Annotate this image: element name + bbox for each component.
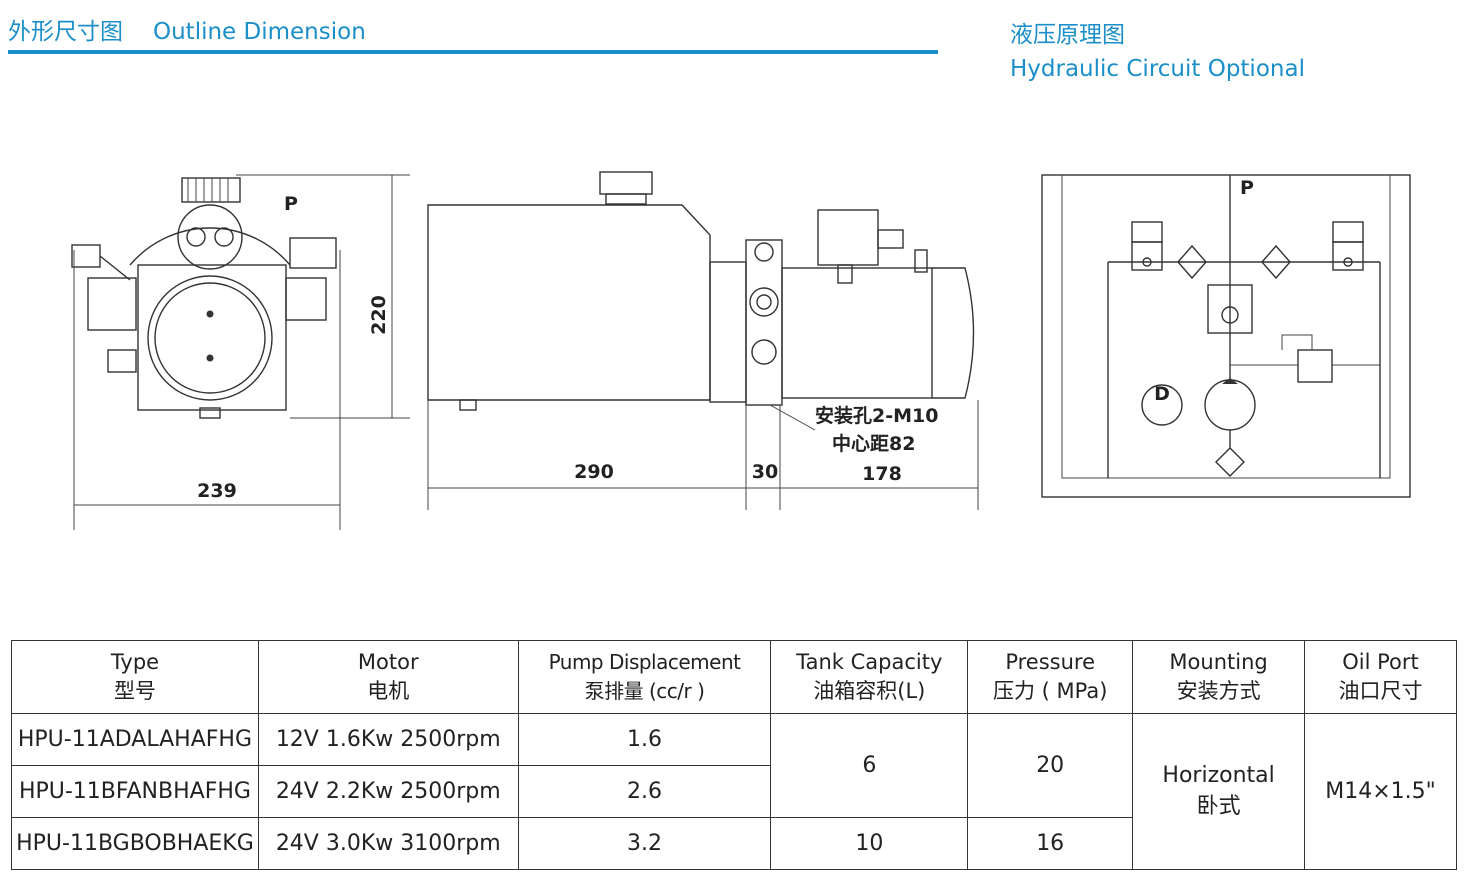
mount-note-holes: 安装孔2-M10: [815, 404, 938, 427]
motor-symbol-label: D: [1154, 383, 1170, 405]
mount-note-spacing: 中心距82: [832, 432, 915, 455]
cell-type: HPU-11ADALAHAFHG: [11, 713, 259, 766]
side-view: 安装孔2-M10 中心距82 290 30 178: [427, 171, 979, 510]
width-dimension: 239: [197, 480, 237, 502]
cell-pressure-low: 16: [967, 817, 1134, 870]
outline-drawing: P 220 239 安装孔2-M10 中心距82: [71, 171, 1411, 530]
cell-tank-large: 10: [770, 817, 969, 870]
circuit-title-cn: 液压原理图: [1010, 22, 1125, 48]
circuit-port-label: P: [1240, 177, 1254, 199]
cell-oil-port: M14×1.5": [1304, 713, 1457, 870]
hydraulic-circuit: P D: [1041, 174, 1411, 498]
height-dimension: 220: [368, 295, 390, 335]
table-row: HPU-11ADALAHAFHG 12V 1.6Kw 2500rpm 1.6 6…: [11, 713, 1457, 870]
cell-tank-small: 6: [770, 713, 969, 818]
cell-motor: 24V 3.0Kw 3100rpm: [257, 817, 519, 870]
cell-displacement: 2.6: [517, 765, 772, 818]
cell-displacement: 3.2: [517, 817, 772, 870]
outline-title-en: Outline Dimension: [153, 19, 366, 45]
title-underline: [8, 50, 938, 54]
cell-motor: 24V 2.2Kw 2500rpm: [257, 765, 519, 818]
front-view: P 220 239: [71, 174, 410, 530]
table-row: HPU-11BGBOBHAEKG 24V 3.0Kw 3100rpm 3.2 1…: [11, 817, 1457, 870]
motor-length-dimension: 178: [862, 463, 902, 485]
circuit-title-en: Hydraulic Circuit Optional: [1010, 56, 1305, 82]
front-port-label: P: [284, 193, 298, 215]
cell-pressure-high: 20: [967, 713, 1134, 818]
flange-dimension: 30: [752, 461, 778, 483]
hydraulic-circuit-title: 液压原理图 Hydraulic Circuit Optional: [1010, 18, 1305, 86]
cell-motor: 12V 1.6Kw 2500rpm: [257, 713, 519, 766]
tank-length-dimension: 290: [574, 461, 614, 483]
cell-type: HPU-11BGBOBHAEKG: [11, 817, 259, 870]
cell-displacement: 1.6: [517, 713, 772, 766]
cell-type: HPU-11BFANBHAFHG: [11, 765, 259, 818]
outline-dimension-title: 外形尺寸图 Outline Dimension: [8, 12, 366, 46]
outline-title-cn: 外形尺寸图: [8, 19, 123, 45]
